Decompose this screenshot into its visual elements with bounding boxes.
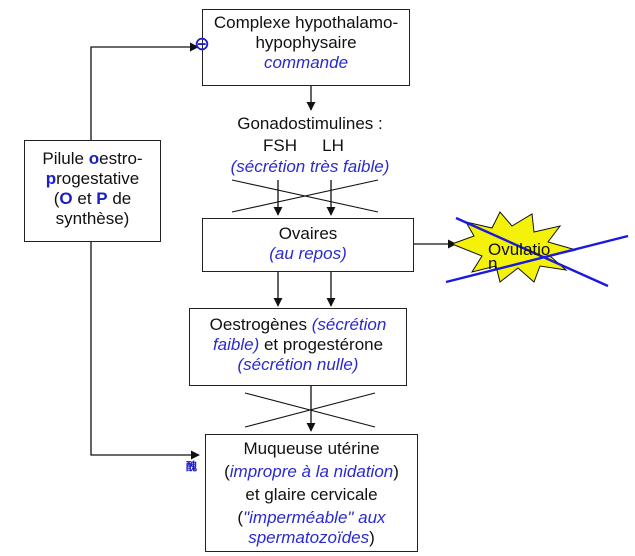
lh-label: LH [322, 136, 344, 155]
fsh-label: FSH [263, 136, 297, 155]
pill-line3: (O et P de [25, 189, 160, 209]
pill-O-letter: O [59, 189, 73, 208]
ovulation-label-line1: Ovulatio [488, 240, 551, 259]
pill-line4: synthèse) [55, 209, 130, 228]
block-cross-hormones-line2 [244, 392, 376, 428]
hypothalamus-subtitle: commande [263, 53, 349, 72]
muqueuse-box: Muqueuse utérine (impropre à la nidation… [205, 434, 418, 552]
pill-line1: Pilule oestro- [25, 149, 160, 169]
muqueuse-line4-open: ( [237, 508, 244, 527]
ovulation-label-line2: n [488, 254, 498, 273]
inhibition-minus-marker: ⊖ [194, 34, 210, 55]
muqueuse-line3: et glaire cervicale [245, 485, 378, 504]
block-cross-gonado-line2 [231, 179, 379, 213]
ovulation-label: Ovulatio n [488, 240, 568, 274]
pill-box: Pilule oestro- progestative (O et P de s… [24, 140, 161, 242]
pill-line1-text: Pilule [42, 149, 89, 168]
gonadostimulines-title: Gonadostimulines : [237, 114, 383, 133]
muqueuse-line5-close: ) [369, 528, 375, 547]
muqueuse-line1: Muqueuse utérine [243, 439, 380, 458]
muqueuse-impermeable: "imperméable" aux [243, 508, 386, 527]
arrow-pill-to-hypothalamus [90, 42, 199, 141]
pill-o-letter: o [88, 149, 100, 168]
ovulation-cross-line1 [455, 216, 609, 288]
hypothalamus-title-line1: Complexe hypothalamo- [213, 13, 399, 32]
pill-P-letter: P [96, 189, 108, 208]
ovaires-box: Ovaires (au repos) [202, 218, 414, 272]
ovaires-title: Ovaires [278, 224, 338, 243]
ovulation-cross-line2 [445, 234, 629, 284]
hormones-secretion-open: (sécrétion [311, 315, 387, 334]
hormones-line2: faible) et progestérone [190, 335, 406, 355]
hypothalamus-title-line2: hypophysaire [255, 33, 357, 52]
muqueuse-spermatozoides: spermatozoïdes [248, 528, 370, 547]
hormones-oestrogenes: Oestrogènes [209, 315, 312, 334]
pill-line3-open: ( [53, 189, 60, 208]
pill-line2-text: rogestative [56, 169, 140, 188]
pill-p-letter: p [45, 169, 57, 188]
gonadostimulines-note: (sécrétion très faible) [230, 157, 390, 176]
muqueuse-line2-close: ) [393, 462, 399, 481]
hormones-faible: faible) [212, 335, 260, 354]
muqueuse-line2-open: ( [224, 462, 230, 481]
hormones-line3: (sécrétion nulle) [237, 355, 359, 374]
pill-line2: progestative [25, 169, 160, 189]
pill-line1-end: estro- [99, 149, 143, 168]
pill-line3-mid: et [72, 189, 97, 208]
muqueuse-marker-glyph: 醜 [186, 461, 197, 473]
hormones-line1: Oestrogènes (sécrétion [190, 315, 406, 335]
muqueuse-line5: spermatozoïdes) [206, 528, 417, 548]
ovaires-subtitle: (au repos) [269, 244, 347, 263]
muqueuse-impropre: impropre à la nidation [229, 462, 394, 481]
pill-line3-end: de [107, 189, 132, 208]
hypothalamus-box: Complexe hypothalamo- hypophysaire comma… [202, 9, 410, 86]
hormones-box: Oestrogènes (sécrétion faible) et proges… [189, 308, 407, 386]
muqueuse-line2: (impropre à la nidation) [206, 462, 417, 482]
arrow-pill-to-muqueuse [90, 241, 200, 460]
hormones-progesterone: et progestérone [259, 335, 384, 354]
muqueuse-line4: ("imperméable" aux [206, 508, 417, 528]
